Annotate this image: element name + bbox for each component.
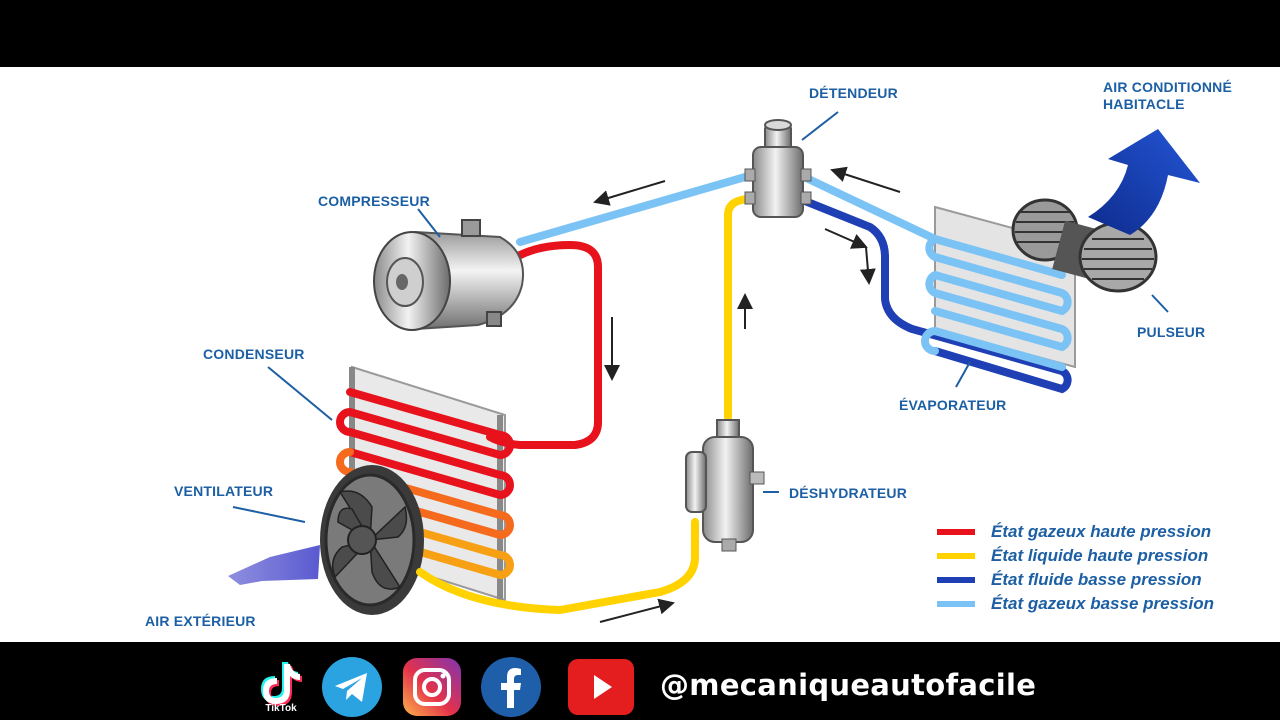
leader-lines	[232, 111, 1169, 523]
legend-label: État fluide basse pression	[991, 570, 1202, 589]
legend-item-gaz-hp: État gazeux haute pression	[937, 521, 1211, 543]
compressor	[373, 219, 524, 331]
youtube-icon	[568, 659, 634, 715]
flow-arrows	[593, 166, 901, 623]
instagram-link[interactable]	[401, 656, 463, 718]
gas-high-pressure-line	[486, 240, 602, 449]
telegram-icon	[322, 657, 382, 717]
blower	[1011, 198, 1158, 293]
outside-air-arrow	[228, 545, 320, 585]
legend-swatch	[937, 553, 975, 559]
instagram-icon	[403, 658, 461, 716]
tiktok-link[interactable]: TikTok	[250, 656, 312, 718]
label-ventilateur: VENTILATEUR	[174, 483, 274, 499]
social-footer: TikTok	[0, 642, 1280, 720]
legend-item-fluide-bp: État fluide basse pression	[937, 569, 1202, 591]
gas-low-pressure-line	[516, 171, 756, 246]
legend-label: État gazeux haute pression	[991, 522, 1212, 541]
label-condenseur: CONDENSEUR	[203, 346, 305, 362]
dehydrator	[685, 419, 765, 552]
expansion-valve	[744, 119, 812, 218]
fan	[320, 465, 424, 615]
legend-label: État liquide haute pression	[991, 546, 1209, 565]
label-air-exterieur: AIR EXTÉRIEUR	[145, 613, 256, 629]
legend-label: État gazeux basse pression	[991, 594, 1214, 613]
legend-item-gaz-bp: État gazeux basse pression	[937, 593, 1214, 615]
label-evaporateur: ÉVAPORATEUR	[899, 397, 1007, 413]
label-detendeur: DÉTENDEUR	[809, 85, 898, 101]
legend-swatch	[937, 529, 975, 535]
social-handle: @mecaniqueautofacile	[660, 668, 1037, 702]
facebook-link[interactable]	[480, 656, 542, 718]
ac-circuit-diagram: DÉTENDEUR AIR CONDITIONNÉ HABITACLE COMP…	[0, 67, 1280, 642]
conditioned-air-arrow	[1088, 129, 1200, 235]
label-air-conditionne: AIR CONDITIONNÉ HABITACLE	[1103, 79, 1232, 112]
label-deshydrateur: DÉSHYDRATEUR	[789, 485, 908, 501]
tiktok-icon	[261, 662, 302, 706]
telegram-link[interactable]	[321, 656, 383, 718]
legend-item-liquide-hp: État liquide haute pression	[937, 545, 1208, 567]
label-pulseur: PULSEUR	[1137, 324, 1206, 340]
legend-swatch	[937, 577, 975, 583]
circuit-drawing	[228, 111, 1200, 623]
tiktok-caption: TikTok	[265, 703, 297, 714]
label-compresseur: COMPRESSEUR	[318, 193, 430, 209]
legend-swatch	[937, 601, 975, 607]
facebook-icon	[481, 657, 541, 717]
youtube-link[interactable]	[567, 656, 635, 718]
